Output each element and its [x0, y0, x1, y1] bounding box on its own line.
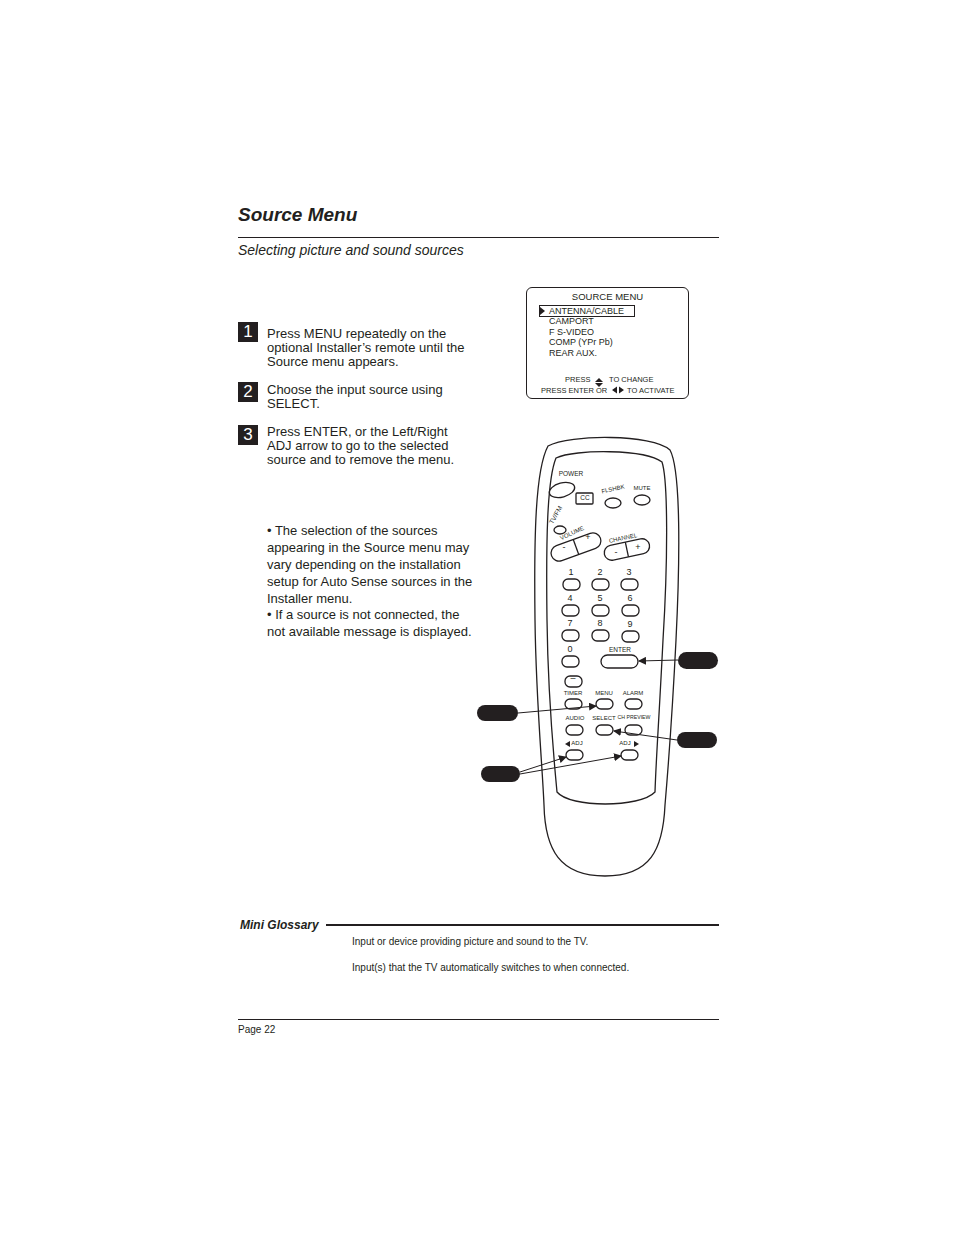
menu-item: PRESS ENTER OR	[541, 387, 607, 395]
button-label: AUDIO	[565, 715, 584, 721]
page-number: Page 22	[238, 1024, 275, 1035]
button-label: CC	[580, 495, 589, 502]
step-number-box: 1	[238, 322, 258, 342]
glossary-definition: Input or device providing picture and so…	[352, 936, 588, 947]
button-label: VOLUME	[559, 525, 585, 541]
button-label: MENU	[595, 690, 613, 696]
glossary-rule	[326, 924, 719, 926]
menu-heading: SOURCE MENU	[527, 292, 688, 302]
adj-left-arrow	[565, 741, 570, 747]
button-label: 0	[567, 645, 572, 654]
menu-item: COMP (YPr Pb)	[549, 338, 613, 348]
adj-right-arrow	[634, 741, 639, 747]
step-text: Choose the input source using SELECT.	[267, 383, 472, 411]
leader-arrow	[518, 660, 678, 774]
menu-item: REAR AUX.	[549, 349, 597, 359]
button-label: 2	[597, 568, 602, 577]
glossary-heading: Mini Glossary	[240, 919, 319, 932]
page-title: Source Menu	[238, 205, 357, 226]
button-label: 9	[627, 620, 632, 629]
button-label: TV/FM	[548, 505, 563, 525]
button-label: +	[635, 543, 640, 552]
step-number: 1	[238, 322, 258, 342]
step-number-box: 3	[238, 425, 258, 445]
button-label: ALARM	[623, 690, 644, 696]
button-label: POWER	[559, 471, 584, 478]
footer-rule	[238, 1019, 719, 1020]
note-text: • The selection of the sources appearing…	[267, 522, 477, 607]
menu-item: CAMPORT	[549, 317, 594, 327]
button-label: 1	[568, 568, 573, 577]
step-number: 2	[238, 382, 258, 402]
remote-control	[535, 437, 679, 876]
button-label: MUTE	[634, 485, 651, 491]
menu-item: ANTENNA/CABLE	[549, 307, 624, 317]
button-label: FLSHBK	[601, 484, 625, 495]
menu-screen: SOURCE MENU ANTENNA/CABLECAMPORTF S-VIDEO…	[526, 287, 689, 399]
button-label: -	[615, 548, 618, 557]
button-label: -	[563, 543, 566, 552]
title-rule	[238, 237, 719, 238]
button-label: 3	[626, 568, 631, 577]
note-text: • If a source is not connected, the not …	[267, 606, 477, 640]
menu-item: PRESS	[565, 376, 590, 384]
button-label: CH PREVIEW	[618, 715, 651, 720]
menu-item: F S-VIDEO	[549, 328, 594, 338]
step-text: Press MENU repeatedly on the optional In…	[267, 327, 472, 369]
button-label: ENTER	[609, 647, 631, 654]
step-number-box: 2	[238, 382, 258, 402]
button-label: +	[585, 533, 590, 542]
button-label: TIMER	[564, 690, 583, 696]
button-label: SELECT	[592, 715, 615, 721]
subtitle: Selecting picture and sound sources	[238, 243, 464, 258]
button-label: –	[570, 674, 575, 683]
button-label: 4	[567, 594, 572, 603]
button-label: ADJ	[571, 740, 582, 746]
button-label: ADJ	[619, 740, 630, 746]
step-number: 3	[238, 425, 258, 445]
menu-item: TO CHANGE	[609, 376, 653, 384]
menu-item: TO ACTIVATE	[627, 387, 675, 395]
button-label: 7	[567, 619, 572, 628]
callout-pill	[477, 652, 718, 782]
glossary-definition: Input(s) that the TV automatically switc…	[352, 962, 629, 973]
button-label: 6	[627, 594, 632, 603]
button-label: 5	[597, 594, 602, 603]
step-text: Press ENTER, or the Left/Right ADJ arrow…	[267, 425, 472, 467]
button-label: 8	[597, 619, 602, 628]
